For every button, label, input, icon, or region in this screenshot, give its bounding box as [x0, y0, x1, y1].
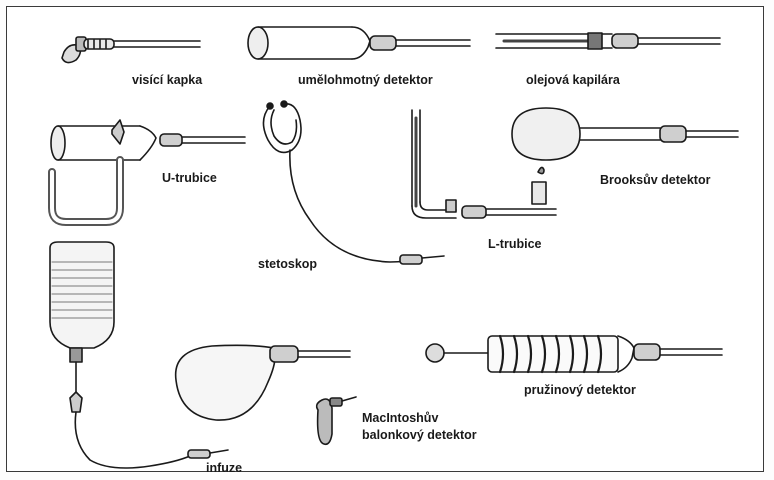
brooks-detector-drawing: [512, 108, 738, 204]
macintosh-bulb-drawing: [176, 345, 356, 444]
spring-detector-drawing: [426, 336, 722, 372]
label-spring-detector: pružinový detektor: [524, 382, 636, 398]
label-brooks-detector: Brooksův detektor: [600, 172, 710, 188]
label-hanging-drop: visící kapka: [132, 72, 202, 88]
label-infusion: infuze: [206, 460, 242, 476]
label-macintosh-line1: MacIntoshův: [362, 410, 438, 426]
oil-capillary-drawing: [496, 33, 720, 49]
label-oil-capillary: olejová kapilára: [526, 72, 620, 88]
hanging-drop-drawing: [62, 37, 200, 63]
label-plastic-detector: umělohmotný detektor: [298, 72, 433, 88]
label-stethoscope: stetoskop: [258, 256, 317, 272]
label-u-tube: U-trubice: [162, 170, 217, 186]
label-l-tube: L-trubice: [488, 236, 541, 252]
plastic-detector-drawing: [248, 27, 470, 59]
label-macintosh-line2: balonkový detektor: [362, 427, 477, 443]
